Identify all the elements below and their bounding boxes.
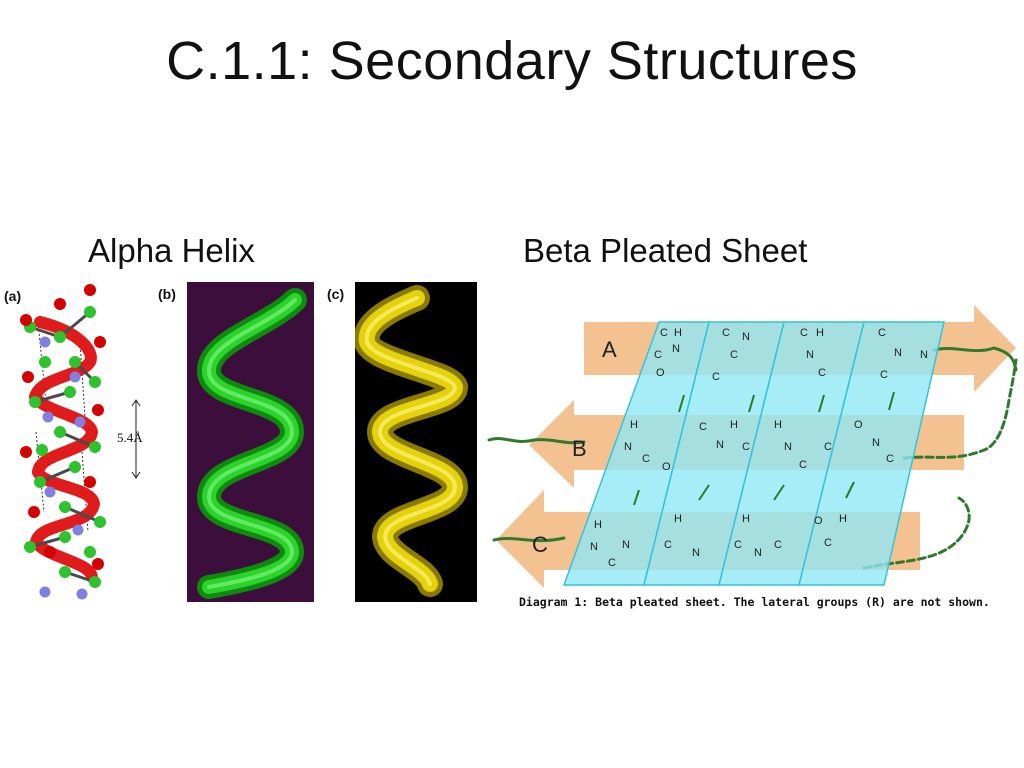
- panel-c-label: (c): [327, 286, 345, 302]
- svg-text:H: H: [674, 327, 682, 339]
- svg-text:C: C: [818, 367, 826, 379]
- strand-a-label: A: [602, 337, 617, 362]
- svg-text:C: C: [660, 327, 668, 339]
- svg-text:H: H: [594, 519, 602, 531]
- svg-text:C: C: [734, 539, 742, 551]
- svg-text:H: H: [839, 513, 847, 525]
- svg-text:H: H: [730, 419, 738, 431]
- svg-text:C: C: [878, 327, 886, 339]
- beta-sheet-caption: Diagram 1: Beta pleated sheet. The later…: [519, 595, 990, 609]
- svg-text:C: C: [799, 459, 807, 471]
- svg-text:H: H: [674, 513, 682, 525]
- alpha-helix-green-tube-image: [196, 288, 307, 599]
- svg-text:N: N: [806, 349, 814, 361]
- alpha-helix-yellow-tube-image: [355, 285, 469, 597]
- svg-text:H: H: [742, 513, 750, 525]
- beta-sheet-heading: Beta Pleated Sheet: [523, 232, 808, 269]
- svg-text:N: N: [622, 539, 630, 551]
- svg-text:C: C: [654, 349, 662, 361]
- strand-b-label: B: [572, 436, 587, 461]
- svg-text:N: N: [692, 547, 700, 559]
- svg-text:C: C: [742, 441, 750, 453]
- panel-b-label: (b): [158, 286, 176, 302]
- svg-text:N: N: [920, 349, 928, 361]
- pitch-label: 5.4Å: [117, 430, 143, 445]
- svg-text:H: H: [774, 419, 782, 431]
- svg-text:C: C: [699, 421, 707, 433]
- svg-text:N: N: [624, 441, 632, 453]
- svg-text:C: C: [880, 369, 888, 381]
- svg-text:C: C: [642, 453, 650, 465]
- alpha-helix-heading: Alpha Helix: [88, 232, 255, 269]
- alpha-helix-ball-stick-image: [20, 284, 141, 600]
- slide-title: C.1.1: Secondary Structures: [166, 31, 858, 91]
- svg-text:N: N: [754, 547, 762, 559]
- svg-text:C: C: [774, 539, 782, 551]
- svg-text:N: N: [672, 343, 680, 355]
- svg-text:N: N: [872, 437, 880, 449]
- svg-text:N: N: [784, 441, 792, 453]
- svg-text:N: N: [894, 347, 902, 359]
- svg-text:N: N: [742, 331, 750, 343]
- svg-text:N: N: [716, 439, 724, 451]
- svg-text:C: C: [800, 327, 808, 339]
- svg-text:C: C: [664, 539, 672, 551]
- svg-text:O: O: [854, 419, 863, 431]
- svg-text:N: N: [590, 541, 598, 553]
- svg-text:O: O: [814, 515, 823, 527]
- strand-c-label: C: [532, 532, 548, 557]
- svg-text:C: C: [824, 537, 832, 549]
- svg-text:H: H: [630, 419, 638, 431]
- svg-text:O: O: [656, 367, 665, 379]
- svg-text:C: C: [722, 327, 730, 339]
- panel-a-label: (a): [4, 288, 22, 304]
- svg-text:H: H: [816, 327, 824, 339]
- svg-text:C: C: [730, 349, 738, 361]
- svg-text:C: C: [608, 557, 616, 569]
- svg-text:O: O: [662, 461, 671, 473]
- svg-text:C: C: [824, 441, 832, 453]
- svg-text:C: C: [886, 453, 894, 465]
- svg-text:C: C: [712, 371, 720, 383]
